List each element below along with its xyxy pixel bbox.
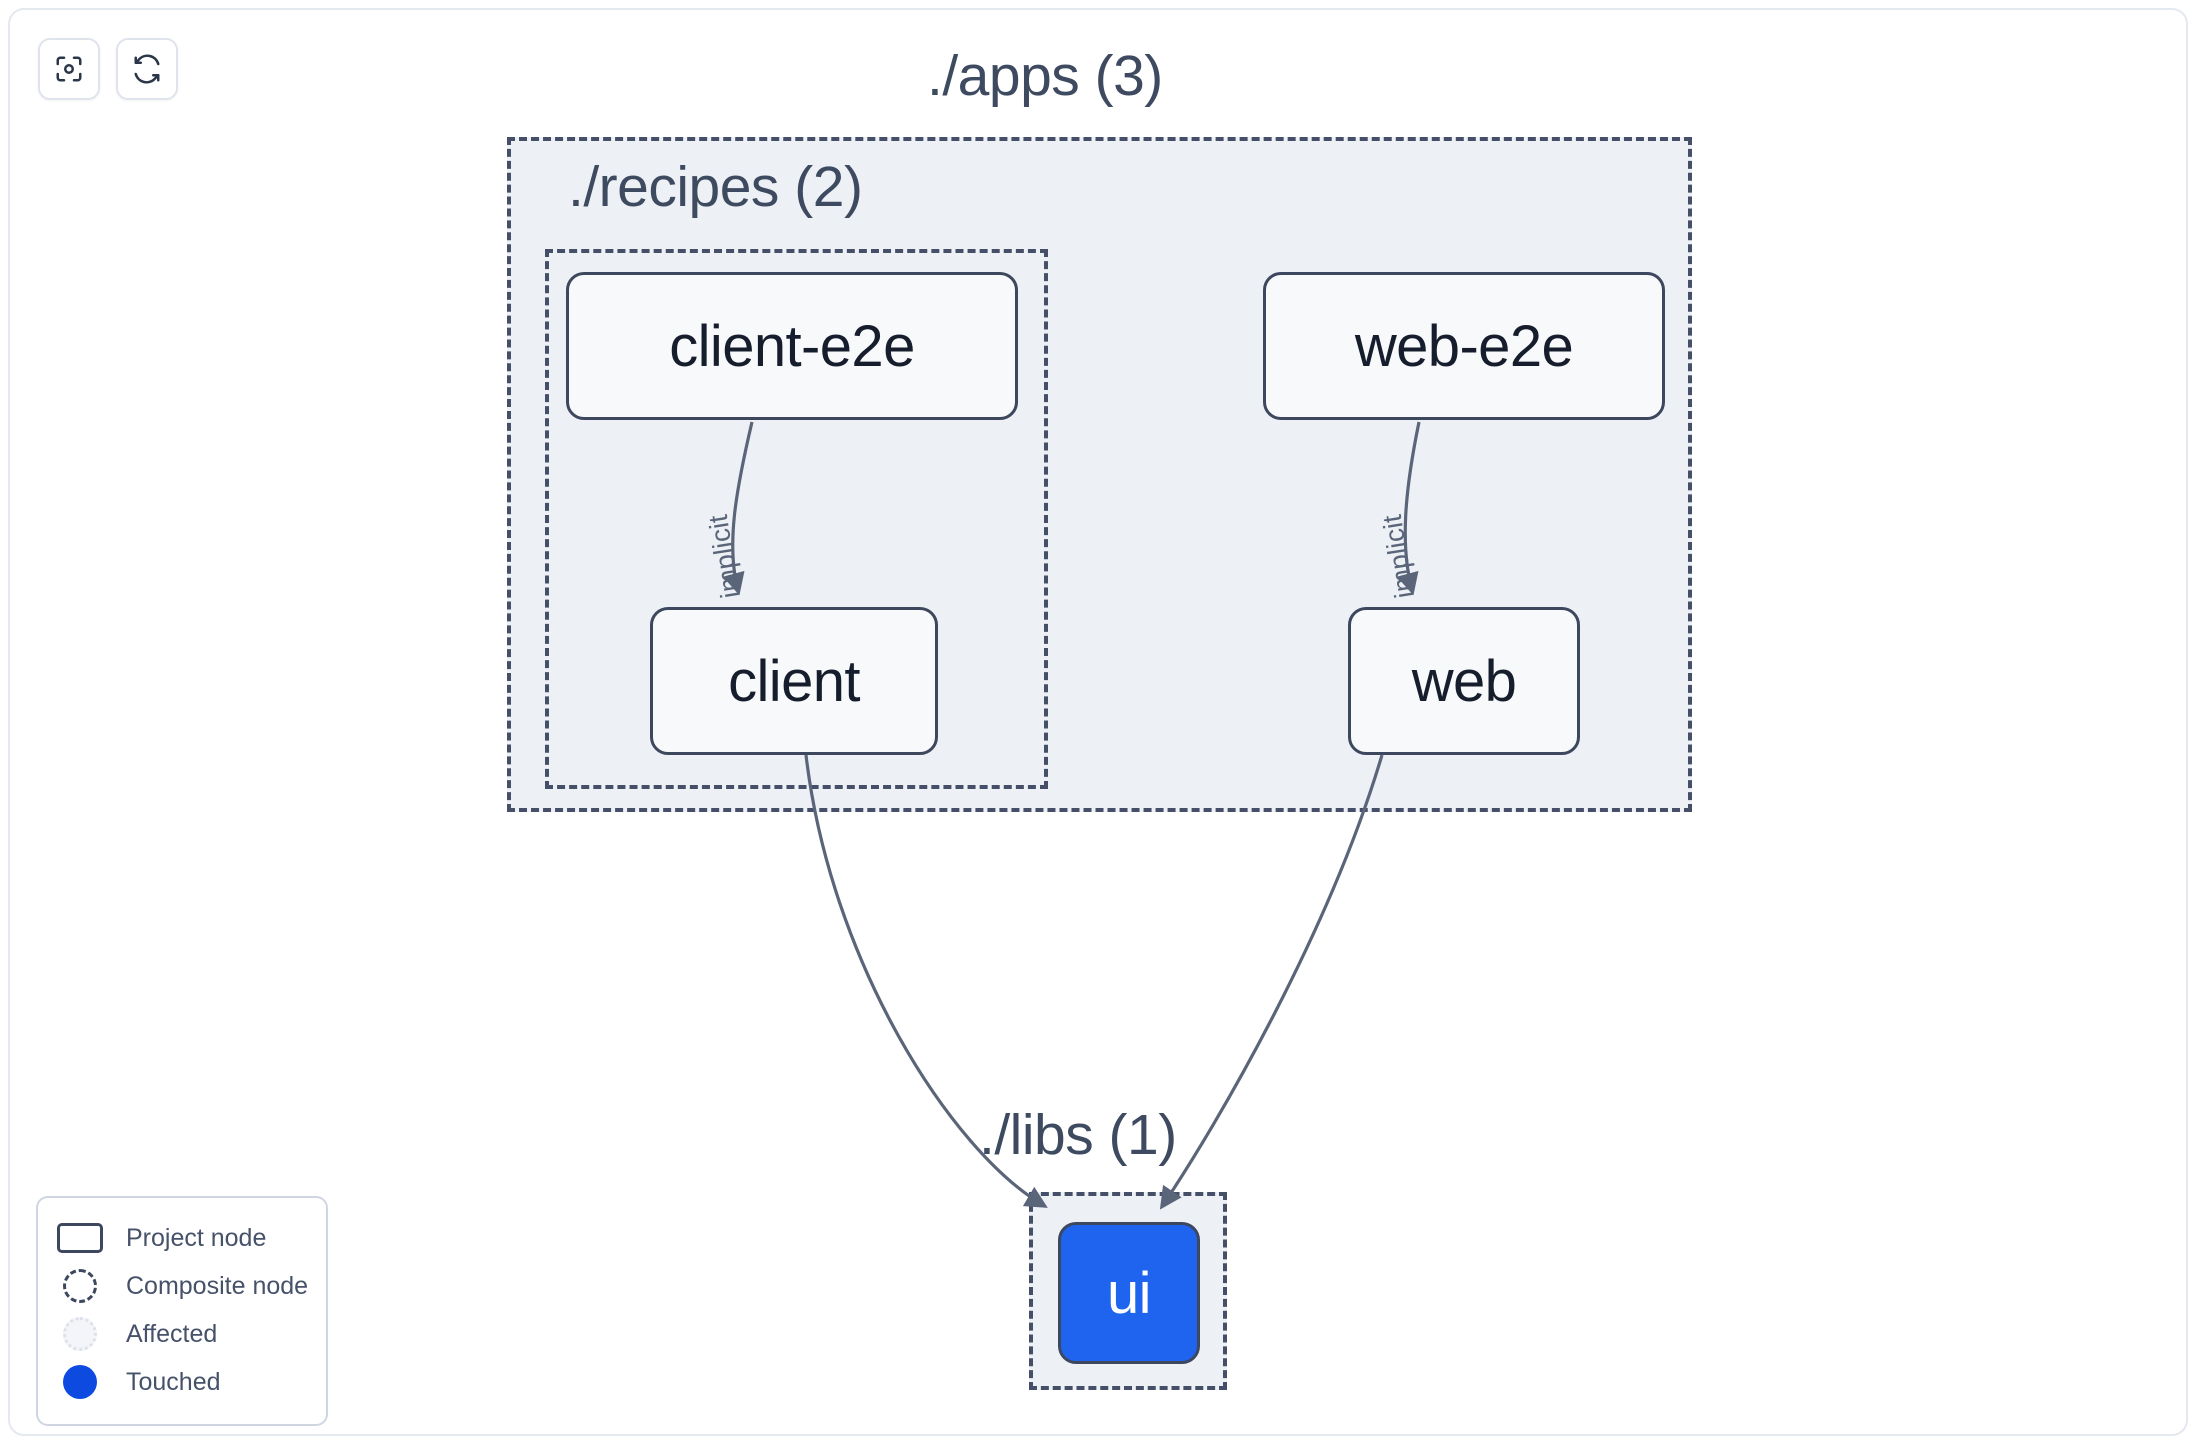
group-label-recipes: ./recipes (2) [568,155,863,219]
node-web-e2e[interactable]: web-e2e [1263,272,1665,420]
node-ui[interactable]: ui [1058,1222,1200,1364]
focus-target-icon [54,54,84,84]
graph-toolbar [38,38,178,100]
legend-label: Touched [126,1367,221,1396]
affected-swatch [56,1317,104,1351]
composite-node-swatch [56,1269,104,1303]
legend-item-affected: Affected [56,1310,308,1358]
graph-legend: Project node Composite node Affected Tou… [36,1196,328,1426]
edge-client-e2e-to-client [722,421,754,596]
node-web[interactable]: web [1348,607,1580,755]
edge-web-e2e-to-web [1396,421,1421,596]
refresh-icon [132,54,162,84]
legend-item-touched: Touched [56,1358,308,1406]
refresh-graph-button[interactable] [116,38,178,100]
node-label: web-e2e [1354,313,1574,379]
node-label: client-e2e [669,313,915,379]
touched-swatch [56,1365,104,1399]
project-node-swatch [56,1221,104,1255]
edge-client-to-ui [804,754,1048,1208]
group-label-apps: ./apps (3) [927,44,1163,108]
legend-label: Project node [126,1223,267,1252]
node-client[interactable]: client [650,607,938,755]
node-label: client [728,648,860,714]
legend-label: Affected [126,1319,218,1348]
node-label: web [1411,648,1517,714]
legend-item-composite-node: Composite node [56,1262,308,1310]
edge-web-to-ui [1159,754,1384,1210]
group-label-libs: ./libs (1) [979,1103,1177,1167]
focus-graph-button[interactable] [38,38,100,100]
legend-item-project-node: Project node [56,1214,308,1262]
legend-label: Composite node [126,1271,309,1300]
node-client-e2e[interactable]: client-e2e [566,272,1018,420]
node-label: ui [1107,1260,1152,1326]
